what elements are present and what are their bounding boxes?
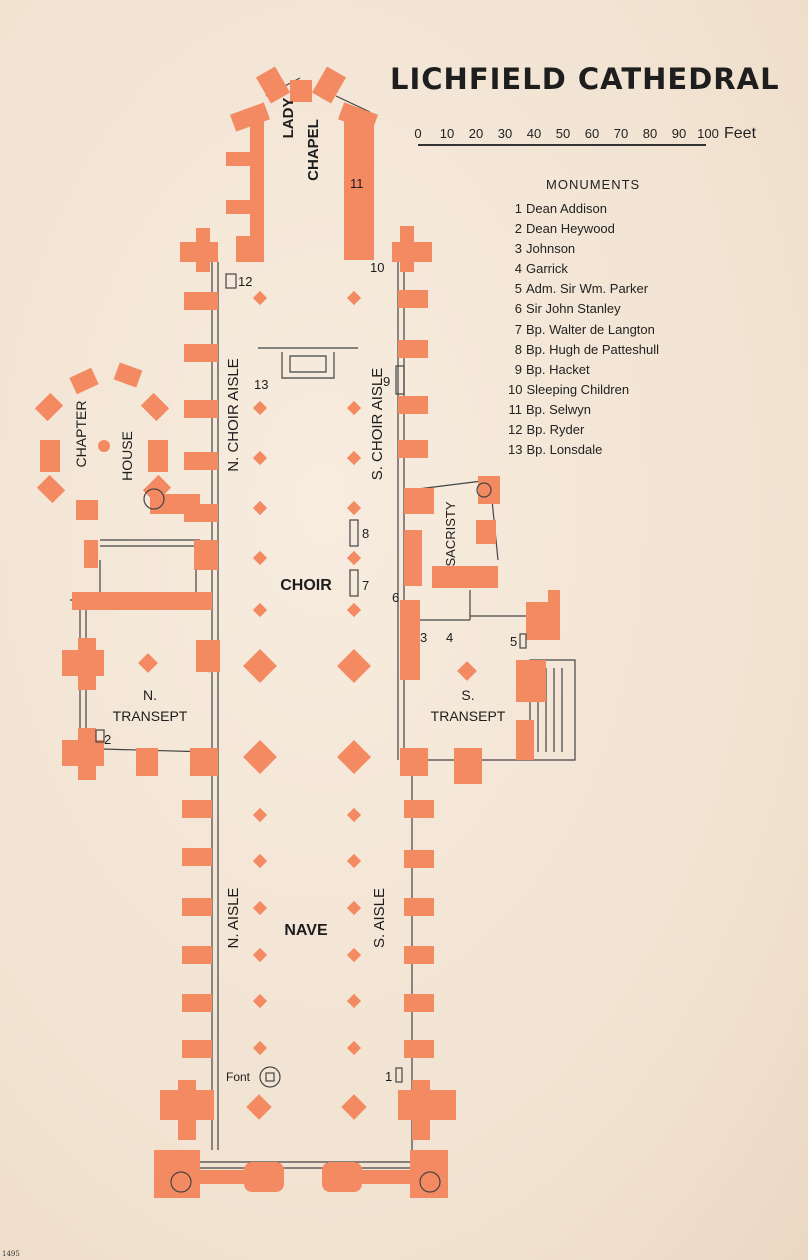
label-s-transept-1: S. [461,687,474,703]
scale-tick: 60 [584,126,600,141]
scale-tick: 30 [497,126,513,141]
label-s-choir-aisle: S. CHOIR AISLE [369,368,386,481]
legend-title: MONUMENTS [546,177,641,192]
marker-2: 2 [104,732,111,747]
marker-1: 1 [385,1069,392,1084]
scale-tick: 100 [697,126,719,141]
scale-tick: 20 [468,126,484,141]
columns [138,290,477,1120]
scale-tick: 90 [671,126,687,141]
label-lady: LADY [280,98,297,139]
marker-6: 6 [392,590,399,605]
marker-8: 8 [362,526,369,541]
label-nave: NAVE [284,922,328,939]
marker-10: 10 [370,260,384,275]
page-number: 1495 [2,1250,20,1258]
marker-9: 9 [383,374,390,389]
marker-11: 11 [350,176,364,191]
label-n-transept-1: N. [143,687,157,703]
scale-tick: 80 [642,126,658,141]
marker-4: 4 [446,630,453,645]
scale-unit: Feet [724,125,757,142]
map-title: LICHFIELD CATHEDRAL [390,62,780,96]
marker-7: 7 [362,578,369,593]
label-n-transept-2: TRANSEPT [113,708,188,724]
label-s-aisle: S. AISLE [371,888,388,948]
sacristy-walls [404,476,500,588]
scale-tick: 70 [613,126,629,141]
marker-5: 5 [510,634,517,649]
transept-walls [62,590,560,784]
label-n-aisle: N. AISLE [225,888,242,949]
label-chapel: CHAPEL [305,119,322,181]
marker-3: 3 [420,630,427,645]
stone-piers [154,226,456,1198]
label-house: HOUSE [119,431,135,481]
marker-13: 13 [254,377,268,392]
thin-walls [65,77,576,1169]
label-n-choir-aisle: N. CHOIR AISLE [225,358,242,471]
scale-line [418,144,706,146]
scale-bar: 0 10 20 30 40 50 60 70 80 90 100 Feet [412,125,772,154]
chapter-house-walls [34,362,200,568]
label-chapter: CHAPTER [73,401,89,468]
scale-tick: 0 [414,126,422,141]
spiral-stairs [143,482,492,1193]
marker-12: 12 [238,274,252,289]
scale-tick: 10 [439,126,455,141]
font-square [265,1072,275,1082]
scale-tick: 40 [526,126,542,141]
label-font: Font [226,1070,251,1084]
label-choir: CHOIR [280,577,332,594]
label-sacristy: SACRISTY [443,501,458,566]
scale-tick: 50 [555,126,571,141]
font-basin [259,1066,281,1088]
lady-chapel-walls [226,66,378,262]
label-s-transept-2: TRANSEPT [431,708,506,724]
tomb-boxes [95,273,527,1083]
